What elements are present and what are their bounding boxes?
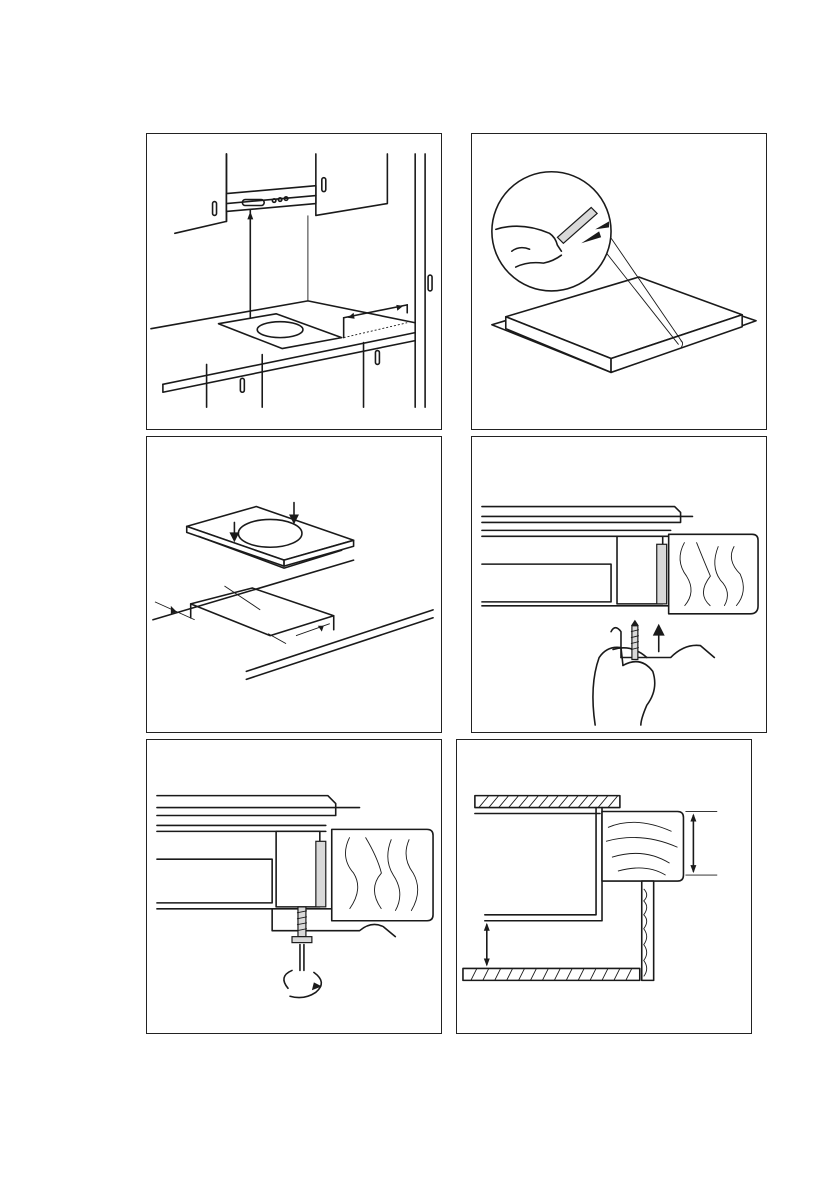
bracket-housing	[617, 536, 663, 604]
wood-worktop	[602, 812, 683, 882]
figure-tighten-screw	[146, 739, 442, 1034]
tighten-screw-drawing	[147, 740, 441, 1033]
up-arrow	[653, 624, 665, 636]
hob-glass	[157, 796, 336, 816]
bracket-hook	[611, 628, 621, 658]
figure-cutout-dimensions	[146, 436, 442, 733]
figure-cabinet-hood-clearance	[146, 133, 442, 430]
bracket-housing	[276, 831, 320, 906]
bottom-shelf	[463, 968, 640, 980]
wood-worktop	[669, 534, 758, 613]
left-wall-cabinet	[175, 154, 227, 233]
cabinet-hood-drawing	[147, 134, 441, 429]
cooker-hood	[226, 186, 315, 212]
attach-bracket-drawing	[472, 437, 766, 732]
figure-attach-bracket	[471, 436, 767, 733]
hob-body	[485, 808, 596, 915]
wood-post	[642, 881, 654, 980]
figure-applying-seal	[471, 133, 767, 430]
hob-cutout	[219, 314, 342, 349]
hand	[593, 647, 623, 725]
worktop-cutout	[191, 588, 334, 636]
detail-magnifier	[492, 172, 611, 291]
worktop-section-drawing	[457, 740, 751, 1033]
cutout-drawing	[147, 437, 441, 732]
seal-drawing	[472, 134, 766, 429]
hob-glass	[482, 507, 681, 523]
figure-worktop-section	[456, 739, 752, 1034]
